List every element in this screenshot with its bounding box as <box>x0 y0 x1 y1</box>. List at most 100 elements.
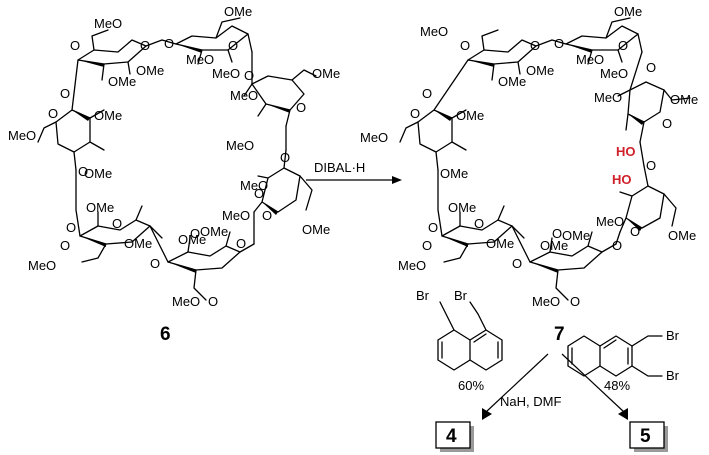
compound-label-7: 7 <box>554 324 565 345</box>
label-o: O <box>112 216 122 231</box>
label-br: Br <box>416 288 430 303</box>
label-o: O <box>150 256 160 271</box>
label-o: O <box>262 208 272 223</box>
label-meo: MeO <box>596 214 624 229</box>
glucose-unit <box>619 165 677 233</box>
label-o: O <box>646 60 656 75</box>
yield-left: 60% <box>458 378 484 393</box>
label-o: O <box>244 68 254 83</box>
label-meo: MeO <box>600 66 628 81</box>
glucose-unit <box>79 205 163 263</box>
divergent-arrows: NaH, DMF <box>482 353 628 420</box>
label-o: O <box>512 256 522 271</box>
compound-label-4: 4 <box>446 426 457 447</box>
label-ome: OMe <box>562 228 590 243</box>
label-o: O <box>646 158 656 173</box>
label-o: O <box>280 150 290 165</box>
label-o: O <box>190 226 200 241</box>
glucose-unit <box>167 231 255 301</box>
label-ome: OMe <box>440 166 468 181</box>
label-meo: MeO <box>222 208 250 223</box>
label-ome: OMe <box>94 108 122 123</box>
label-o: O <box>662 116 672 131</box>
glucose-unit <box>175 17 253 65</box>
label-o: O <box>630 224 640 239</box>
label-meo: MeO <box>212 66 240 81</box>
label-o: O <box>296 100 306 115</box>
label-meo: MeO <box>172 294 200 309</box>
label-ome: OMe <box>486 236 514 251</box>
label-o: O <box>422 238 432 253</box>
label-o: O <box>552 226 562 241</box>
label-o: O <box>460 38 470 53</box>
glucose-unit <box>37 109 105 171</box>
label-o: O <box>530 38 540 53</box>
label-ome: OMe <box>136 63 164 78</box>
label-meo: MeO <box>576 52 604 67</box>
label-ome: OMe <box>670 92 698 107</box>
glucose-unit <box>617 81 691 143</box>
label-o: O <box>164 36 174 51</box>
glucose-unit <box>77 29 163 81</box>
label-o: O <box>618 38 628 53</box>
reagent-nah-dmf: NaH, DMF <box>500 394 561 409</box>
reagent-dibal: DIBAL·H <box>314 160 365 175</box>
label-meo: MeO <box>8 128 36 143</box>
label-meo: MeO <box>532 294 560 309</box>
label-ome: OMe <box>84 166 112 181</box>
naphthalene-dibromide: Br Br 60% <box>416 288 503 393</box>
label-o: O <box>570 294 580 309</box>
label-ome: OMe <box>448 200 476 215</box>
label-ome: OMe <box>86 200 114 215</box>
label-ome: OMe <box>178 232 206 247</box>
label-meo: MeO <box>186 52 214 67</box>
label-meo: MeO <box>398 258 426 273</box>
label-ome: OMe <box>614 4 642 19</box>
glucose-unit <box>529 231 617 301</box>
reaction-arrow: DIBAL·H <box>306 160 402 184</box>
label-o: O <box>410 106 420 121</box>
label-o: O <box>70 38 80 53</box>
label-ome: OMe <box>668 228 696 243</box>
cyclodextrin-6: MeO OMe O O O O OMe OMe MeO MeO O MeO OM… <box>8 4 340 345</box>
label-ho: HO <box>612 172 632 187</box>
label-o: O <box>78 164 88 179</box>
label-o: O <box>612 238 622 253</box>
label-br: Br <box>666 368 680 383</box>
label-o: O <box>66 220 76 235</box>
glucose-unit <box>565 17 643 65</box>
label-ome: OMe <box>498 74 526 89</box>
label-meo: MeO <box>226 138 254 153</box>
label-ome: OMe <box>526 63 554 78</box>
label-o: O <box>60 238 70 253</box>
label-meo: MeO <box>420 24 448 39</box>
cyclodextrin-7: MeO OMe O O O O OMe OMe MeO MeO O MeO OM… <box>360 4 698 345</box>
label-ome: OMe <box>312 66 340 81</box>
label-meo: MeO <box>94 16 122 31</box>
label-ome: OMe <box>224 4 252 19</box>
label-o: O <box>140 38 150 53</box>
product-box-4: 4 <box>435 421 474 452</box>
label-o: O <box>428 220 438 235</box>
label-o: O <box>422 86 432 101</box>
label-ome: OMe <box>200 224 228 239</box>
label-o: O <box>236 236 246 251</box>
label-o: O <box>228 38 238 53</box>
label-meo: MeO <box>28 258 56 273</box>
label-o: O <box>60 86 70 101</box>
label-meo: MeO <box>594 90 622 105</box>
label-o: O <box>554 36 564 51</box>
label-ome: OMe <box>540 238 568 253</box>
label-o: O <box>474 216 484 231</box>
label-meo: MeO <box>240 178 268 193</box>
label-ho: HO <box>616 144 636 159</box>
product-box-5: 5 <box>629 421 668 452</box>
compound-label-5: 5 <box>640 426 651 447</box>
label-ome: OMe <box>108 74 136 89</box>
label-ome: OMe <box>302 222 330 237</box>
compound-label-6: 6 <box>160 324 171 345</box>
label-br: Br <box>666 328 680 343</box>
glucose-unit <box>243 69 317 127</box>
label-meo: MeO <box>230 88 258 103</box>
